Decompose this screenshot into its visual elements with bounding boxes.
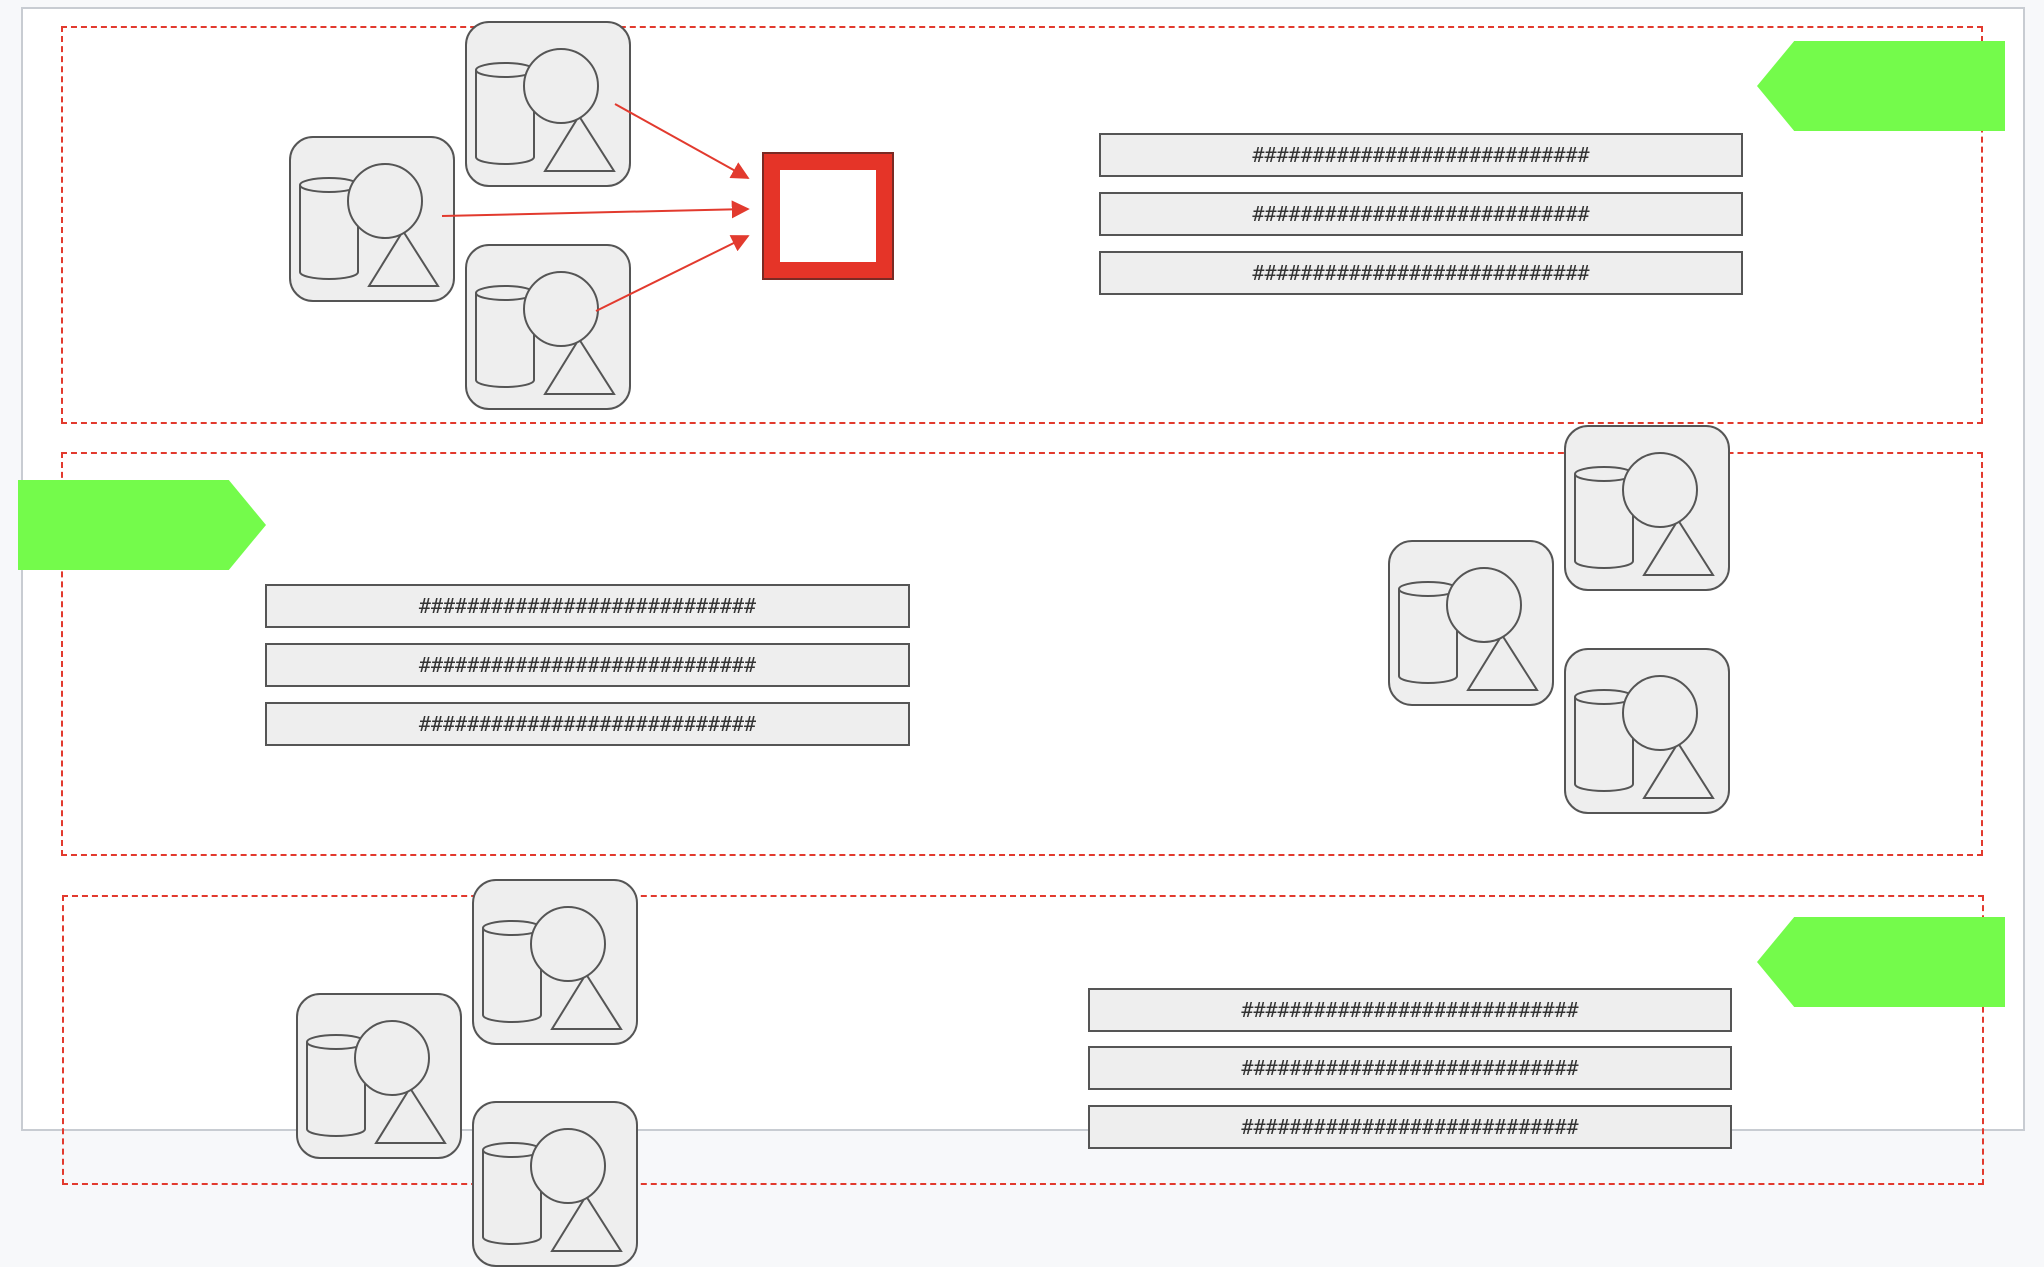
resource-node-icon xyxy=(296,993,462,1159)
diagram-canvas: ############################ ###########… xyxy=(18,7,2025,1267)
resource-node-icon xyxy=(465,21,631,187)
text-bar: ############################ xyxy=(1088,988,1732,1032)
lane-2 xyxy=(61,452,1983,856)
resource-node-icon xyxy=(1564,648,1730,814)
text-bar: ############################ xyxy=(1088,1105,1732,1149)
resource-node-icon xyxy=(1388,540,1554,706)
resource-node-icon xyxy=(465,244,631,410)
lane-1 xyxy=(61,26,1983,424)
tag-pentagon-icon xyxy=(1757,917,2005,1007)
resource-node-icon xyxy=(472,879,638,1045)
text-bar: ############################ xyxy=(265,584,910,628)
text-bar: ############################ xyxy=(1088,1046,1732,1090)
text-bar: ############################ xyxy=(265,702,910,746)
text-bar: ############################ xyxy=(1099,133,1743,177)
resource-node-icon xyxy=(289,136,455,302)
text-bar: ############################ xyxy=(1099,251,1743,295)
text-bar: ############################ xyxy=(1099,192,1743,236)
tag-pentagon-icon xyxy=(18,480,266,570)
text-bar: ############################ xyxy=(265,643,910,687)
resource-node-icon xyxy=(1564,425,1730,591)
resource-node-icon xyxy=(472,1101,638,1267)
tag-pentagon-icon xyxy=(1757,41,2005,131)
target-square-icon xyxy=(764,154,892,278)
